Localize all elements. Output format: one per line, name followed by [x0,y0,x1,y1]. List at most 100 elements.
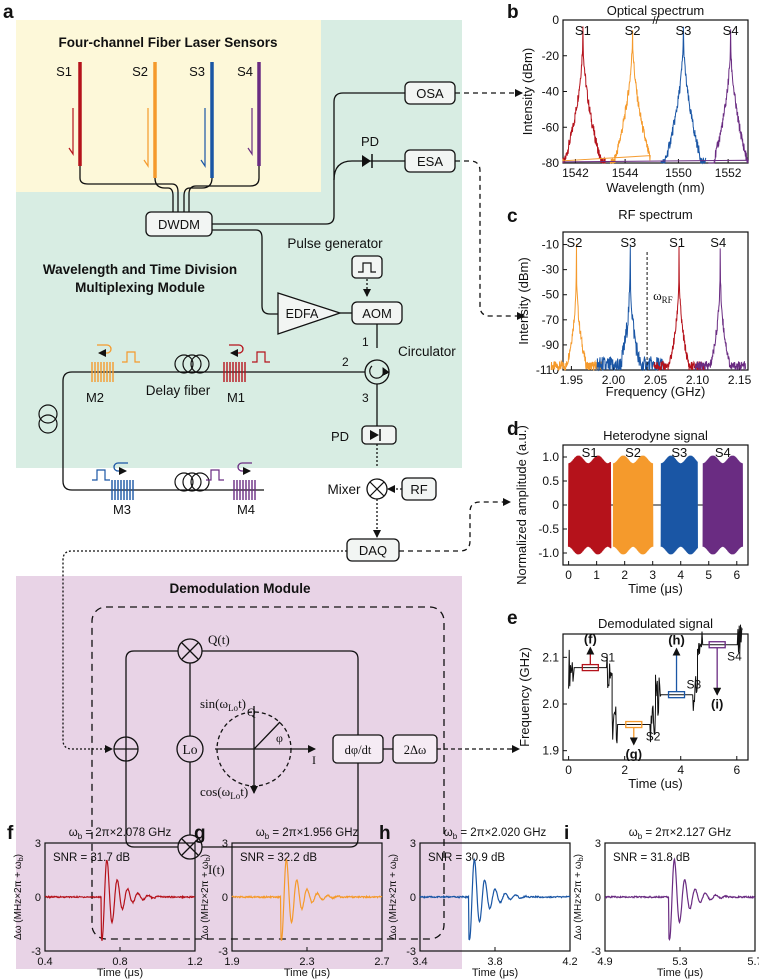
title-sub: b [638,832,643,841]
spectrum-line-s2 [562,30,651,165]
ylabel-end: ) [388,854,399,857]
y-axis-label: Normalized amplitude (a.u.) [514,425,529,585]
y-tick-label: 3 [595,838,601,850]
x-tick-label: 1 [593,568,600,582]
i-t-label: I(t) [208,862,225,877]
daq-box [346,538,400,562]
port-3-label: 3 [362,391,369,405]
sin-label: sin(ωLot) [200,696,246,713]
x-tick-label: 2.15 [728,373,752,387]
grating-label-m3: M3 [113,502,131,517]
axis-break-icon: // [652,15,659,27]
x-tick-label: 1552 [715,166,742,180]
dwdm-connections [212,92,405,348]
snr-label: SNR = 32.2 dB [240,852,317,864]
dwdm-label: DWDM [158,217,200,232]
cross-panel-arrows [399,89,525,753]
ylabel-main: Δω (MHz×2π + ω [200,861,211,940]
y-tick-label: 0 [595,892,601,904]
demod-wiring [113,638,438,860]
y-tick-label: -70 [542,313,560,327]
y-tick-label: -50 [542,288,560,302]
x-tick-label: 2 [621,763,628,777]
ylabel-sub: b [578,857,585,861]
x-tick-label: 3 [649,568,656,582]
y-tick-label: -90 [542,338,560,352]
y-tick-label: -0.5 [538,522,559,536]
daq-to-demod-link [62,550,347,750]
ylabel-main: Δω (MHz×2π + ω [13,861,24,940]
panel-letter-f: f [7,823,14,844]
y-tick-label: -3 [591,946,601,958]
trace-line-s4 [604,857,756,941]
series-label-s3: S3 [671,445,687,460]
panel-letter-b: b [507,2,519,23]
y-axis-label: Δω (MHz×2π + ωb) [388,854,400,940]
x-tick-label: 1544 [612,166,639,180]
series-label-s4: S4 [727,650,742,664]
series-label-s2: S2 [625,445,641,460]
x-tick-label: 2.7 [374,956,389,968]
y-tick-label: 3 [222,838,228,850]
sensor-background [16,20,321,192]
grating-m4 [233,480,256,500]
callout-label-s3: (h) [668,633,685,648]
module-title-line-1: Wavelength and Time Division [43,262,237,277]
spectrum-line-s3 [660,26,707,165]
y-tick-label: 0 [35,892,41,904]
sensor-title: Four-channel Fiber Laser Sensors [58,35,277,50]
title-rest: = 2π×1.956 GHz [269,827,358,839]
heterodyne-line-s1 [567,455,612,555]
x-tick-label: 1.9 [224,956,239,968]
x-tick-label: 0.8 [112,956,127,968]
mixer-label: Mixer [328,482,362,497]
x-tick-label: 4 [677,763,684,777]
sensor-label-s2: S2 [132,64,148,79]
ylabel-sub: b [18,857,25,861]
return-arrow-icon-m4 [237,462,252,475]
grating-m1 [223,362,246,382]
delay-fiber-coils [38,354,210,492]
photodiode-icon-top [352,154,405,168]
y-tick-label: 3 [35,838,41,850]
y-axis-label: Intensity (dBm) [516,257,531,344]
spectrum-line-s4 [562,29,749,164]
pulse-generator-label: Pulse generator [287,236,383,251]
sensor-arrow-icon-s3 [200,108,206,168]
demod-background [16,576,462,969]
grating-m2 [91,362,114,382]
module-title-line-2: Multiplexing Module [75,280,205,295]
chart-title: Demodulated signal [598,616,713,631]
x-tick-label: 2.3 [299,956,314,968]
rf-marker-label: ωRF [653,288,673,305]
x-tick-label: 4.2 [562,956,577,968]
chart-title: ωb = 2π×1.956 GHz [256,827,359,841]
x-tick-label: 2 [621,568,628,582]
port-2-label: 2 [342,355,349,369]
q-t-label: Q(t) [208,632,230,647]
sensor-label-s3: S3 [189,64,205,79]
aom-label: AOM [362,306,392,321]
pd-label-top: PD [361,134,379,149]
ylabel-end: ) [200,854,211,857]
panel-letter-e: e [507,608,518,629]
y-tick-label: 0 [410,892,416,904]
x-tick-label: 1.95 [560,373,584,387]
callout-label-s2: (g) [625,747,642,762]
chart-title: RF spectrum [618,207,692,222]
x-tick-label: 3.8 [487,956,502,968]
y-tick-label: 0 [552,498,559,512]
y-tick-label: 3 [410,838,416,850]
x-tick-label: 6 [733,568,740,582]
x-tick-label: 4.9 [597,956,612,968]
series-label-s1: S1 [669,235,685,250]
x-tick-label: 2.10 [686,373,710,387]
title-omega: ω [444,827,453,839]
port-1-label: 1 [362,335,369,349]
x-tick-label: 5.7 [747,956,759,968]
cos-label: cos(ωLot) [200,784,248,801]
